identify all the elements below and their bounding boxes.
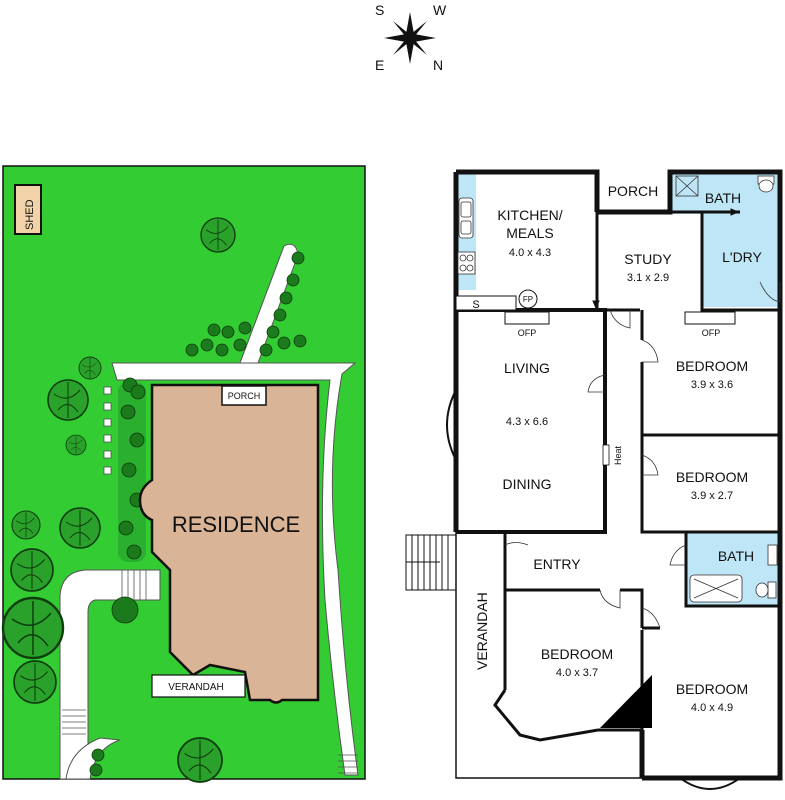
compass-e: E	[375, 57, 384, 73]
bathtub-icon	[689, 574, 743, 603]
stepping-stones	[103, 386, 112, 475]
s-label: S	[472, 299, 479, 311]
bed2-label: BEDROOM	[676, 469, 748, 485]
shed-label: SHED	[24, 199, 36, 230]
dining-label: DINING	[503, 476, 552, 492]
ldry-fill	[703, 172, 778, 307]
kitchen-shelf	[455, 295, 517, 311]
porch-box	[221, 385, 267, 406]
bed1-dims: 3.9 x 3.6	[691, 379, 733, 391]
bed3-label: BEDROOM	[541, 646, 613, 662]
kitchen-label-1: KITCHEN/	[497, 207, 562, 223]
site-plan: SHED PORCH RESIDENCE VERANDAH	[1, 165, 366, 783]
toilet-icon	[757, 175, 775, 193]
bed3-dims: 4.0 x 3.7	[556, 667, 598, 679]
front-path	[59, 569, 161, 780]
sink-icon	[458, 197, 474, 239]
shrubs	[89, 251, 307, 777]
shower-icon	[675, 175, 699, 197]
residence-label: RESIDENCE	[172, 512, 300, 537]
kitchen-label-2: MEALS	[506, 225, 553, 241]
ldry-label: L'DRY	[722, 249, 762, 265]
void-triangle	[600, 675, 652, 728]
compass: S W E N	[375, 2, 447, 73]
entry-label: ENTRY	[533, 556, 581, 572]
kitchen-dims: 4.0 x 4.3	[509, 247, 551, 259]
cooktop-icon	[457, 251, 476, 275]
fireplace-icon	[518, 289, 538, 309]
study-dims: 3.1 x 2.9	[627, 272, 669, 284]
verandah-label-site: VERANDAH	[168, 682, 224, 693]
front-stairs	[405, 534, 457, 591]
bath-top-label: BATH	[705, 190, 741, 206]
verandah-label: VERANDAH	[474, 592, 490, 670]
living-dims: 4.3 x 6.6	[506, 416, 548, 428]
door-swings	[504, 281, 781, 629]
ofp-boxes	[504, 311, 736, 325]
bath-mid-label: BATH	[718, 548, 754, 564]
residence-footprint	[138, 383, 320, 704]
compass-s: S	[375, 2, 384, 18]
compass-n: N	[433, 57, 443, 73]
bed1-label: BEDROOM	[676, 358, 748, 374]
bed4-dims: 4.0 x 4.9	[691, 702, 733, 714]
bed2-dims: 3.9 x 2.7	[691, 490, 733, 502]
compass-w: W	[433, 2, 447, 18]
ofp-bed-label: OFP	[702, 328, 721, 338]
porch-label-site: PORCH	[228, 391, 261, 401]
fp-label: FP	[523, 295, 533, 304]
bed4-label: BEDROOM	[676, 681, 748, 697]
compass-rose-icon	[384, 12, 436, 64]
steps	[62, 570, 358, 774]
living-label: LIVING	[504, 360, 550, 376]
heat-label: Heat	[613, 445, 623, 465]
verandah-box	[151, 674, 246, 698]
study-label: STUDY	[624, 251, 672, 267]
ofp-living-label: OFP	[518, 328, 537, 338]
bath-toilet-icon	[755, 581, 777, 599]
arrows	[592, 208, 740, 310]
porch-label: PORCH	[608, 183, 659, 199]
heater-icon	[602, 444, 610, 466]
bath-top-fill	[672, 172, 710, 214]
garden-path	[111, 362, 359, 776]
vanity-icon	[767, 544, 778, 566]
floor-plan: KITCHEN/ MEALS 4.0 x 4.3 PORCH BATH L'DR…	[405, 169, 783, 790]
shed	[14, 184, 42, 235]
